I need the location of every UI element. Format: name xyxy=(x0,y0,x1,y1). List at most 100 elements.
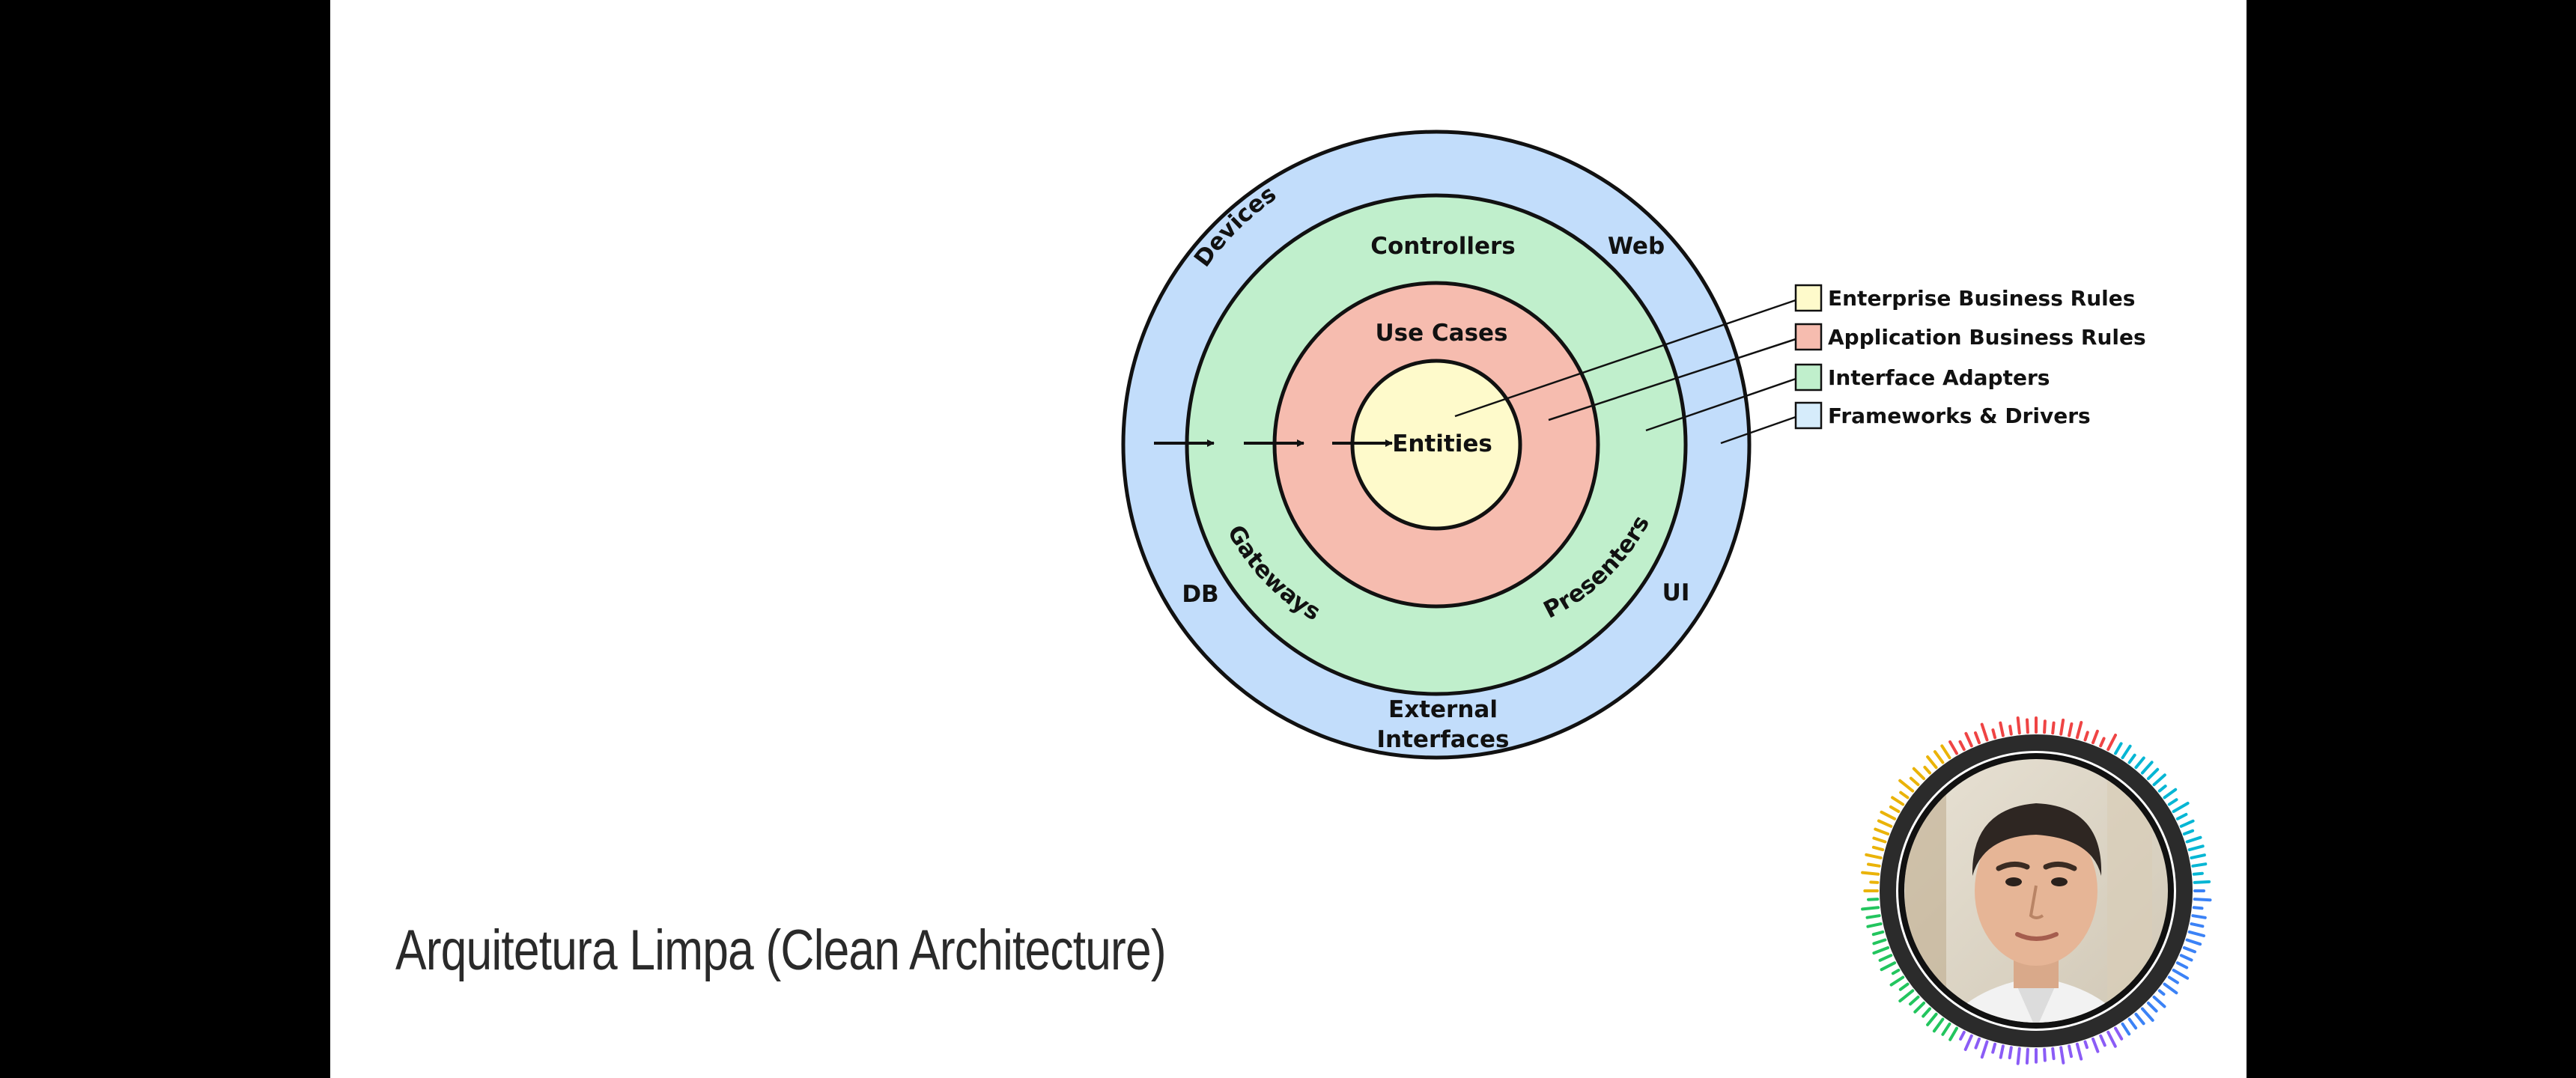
audio-visualizer-bar xyxy=(2157,989,2166,996)
audio-visualizer-bar xyxy=(2134,1012,2145,1026)
audio-visualizer-bar xyxy=(1898,989,1915,1003)
audio-visualizer-bar xyxy=(2114,742,2123,755)
audio-visualizer-bar xyxy=(2146,767,2160,781)
audio-visualizer-bar xyxy=(2059,1046,2065,1065)
audio-visualizer-bar xyxy=(1872,946,1890,955)
audio-visualizer-bar xyxy=(2016,1047,2021,1065)
audio-visualizer-bar xyxy=(1891,796,1905,806)
audio-visualizer-bar xyxy=(2175,961,2189,969)
legend-swatch-frameworks xyxy=(1794,401,1823,430)
audio-visualizer-bar xyxy=(1872,836,1887,844)
label-web: Web xyxy=(1608,233,1665,260)
audio-visualizer-bar xyxy=(2152,773,2166,787)
audio-visualizer-bar xyxy=(2182,829,2195,835)
label-use-cases: Use Cases xyxy=(1375,320,1507,347)
audio-visualizer-bar xyxy=(1874,827,1890,835)
audio-visualizer-bar xyxy=(1958,740,1966,752)
audio-visualizer-bar xyxy=(1867,862,1881,868)
label-external-line2: Interfaces xyxy=(1377,726,1510,753)
label-external-line1: External xyxy=(1388,696,1498,723)
audio-visualizer-bar xyxy=(1871,930,1885,937)
audio-visualizer-bar xyxy=(1991,1042,1997,1054)
audio-visualizer-bar xyxy=(2146,1001,2158,1013)
audio-visualizer-bar xyxy=(2172,969,2190,980)
audio-visualizer-bar xyxy=(2193,898,2212,902)
legend-label-application: Application Business Rules xyxy=(1828,325,2146,350)
audio-visualizer-bar xyxy=(1933,750,1945,764)
presentation-slide: Entities Use Cases Controllers Gateways … xyxy=(330,0,2247,1078)
audio-visualizer-bar xyxy=(1898,779,1915,793)
audio-visualizer-bar xyxy=(2163,788,2178,800)
avatar-outer-band xyxy=(1880,734,2193,1047)
audio-visualizer-bar xyxy=(2157,785,2167,793)
audio-visualizer-bar xyxy=(1889,805,1901,813)
label-db: DB xyxy=(1182,581,1218,608)
legend-swatch-enterprise xyxy=(1794,284,1823,312)
audio-visualizer-bar xyxy=(1871,845,1885,852)
audio-visualizer-bar xyxy=(1872,938,1887,945)
audio-visualizer-bar xyxy=(1891,969,1901,975)
audio-visualizer-bar xyxy=(2190,922,2205,928)
audio-visualizer-bar xyxy=(2163,982,2178,995)
presenter-avatar xyxy=(1861,716,2212,1065)
audio-visualizer-bar xyxy=(2185,938,2202,946)
audio-visualizer-bar xyxy=(2008,1046,2013,1059)
legend-item-enterprise: Enterprise Business Rules xyxy=(1794,284,2135,312)
audio-visualizer-bar xyxy=(1878,954,1893,962)
audio-visualizer-bar xyxy=(1922,1007,1932,1018)
audio-visualizer-bar xyxy=(1861,906,1880,911)
audio-visualizer-bar xyxy=(2182,946,2196,954)
audio-visualizer-bar xyxy=(2175,812,2188,820)
audio-visualizer-bar xyxy=(1980,1040,1989,1059)
clean-architecture-diagram: Entities Use Cases Controllers Gateways … xyxy=(1121,130,2146,760)
audio-visualizer-bar xyxy=(1865,914,1881,919)
audio-visualizer-bar xyxy=(1923,765,1932,775)
audio-visualizer-bar xyxy=(2121,744,2132,760)
audio-visualizer-bar xyxy=(2106,1030,2117,1048)
label-entities: Entities xyxy=(1392,430,1492,457)
audio-visualizer-bar xyxy=(2026,718,2029,734)
legend-item-application: Application Business Rules xyxy=(1794,323,2146,351)
audio-visualizer-bar xyxy=(1959,1030,1966,1041)
legend-swatch-interface xyxy=(1794,363,1823,392)
audio-visualizer-bar xyxy=(1941,1022,1951,1036)
audio-visualizer-bar xyxy=(1974,731,1981,745)
audio-visualizer-bar xyxy=(1899,791,1910,800)
audio-visualizer-bar xyxy=(2025,1047,2029,1065)
audio-visualizer-bar xyxy=(1926,755,1938,770)
audio-visualizer-bar xyxy=(2152,995,2166,1008)
audio-visualizer-bar xyxy=(2099,1034,2106,1047)
audio-visualizer-bar xyxy=(2193,880,2211,884)
audio-visualizer-bar xyxy=(2092,729,2099,745)
audio-visualizer-bar xyxy=(2140,1007,2154,1022)
audio-visualizer-bar xyxy=(1999,1044,2005,1059)
audio-visualizer-bar xyxy=(1963,1034,1973,1051)
audio-visualizer-bar xyxy=(2187,930,2205,937)
legend-label-enterprise: Enterprise Business Rules xyxy=(1828,286,2135,311)
audio-visualizer-bar xyxy=(2127,1017,2138,1030)
audio-visualizer-bar xyxy=(1880,961,1897,972)
leader-line-enterprise xyxy=(1454,299,1796,418)
legend-label-frameworks: Frameworks & Drivers xyxy=(1828,404,2091,428)
audio-visualizer-bar xyxy=(1865,853,1883,859)
audio-visualizer-bar xyxy=(1866,922,1883,928)
audio-visualizer-bar xyxy=(1880,810,1897,820)
audio-visualizer-bar xyxy=(2068,1044,2073,1059)
audio-visualizer-bar xyxy=(1912,767,1926,781)
audio-visualizer-bar xyxy=(2179,819,2195,828)
audio-visualizer-bar xyxy=(1964,731,1973,748)
audio-visualizer-bar xyxy=(2075,1042,2083,1061)
audio-visualizer-bar xyxy=(2172,802,2190,813)
audio-visualizer-bar xyxy=(2008,725,2013,736)
audio-visualizer-bar xyxy=(2179,954,2193,962)
legend-swatch-application xyxy=(1794,323,1823,351)
leader-line-interface xyxy=(1645,377,1796,432)
audio-visualizer-bar xyxy=(2167,798,2178,806)
label-ui: UI xyxy=(1662,579,1690,606)
audio-visualizer-bar xyxy=(1909,776,1920,787)
audio-visualizer-bar xyxy=(2134,756,2145,770)
audio-visualizer-bar xyxy=(1974,1037,1981,1050)
audio-visualizer-bar xyxy=(2185,835,2202,844)
audio-visualizer-bar xyxy=(2092,1037,2100,1053)
